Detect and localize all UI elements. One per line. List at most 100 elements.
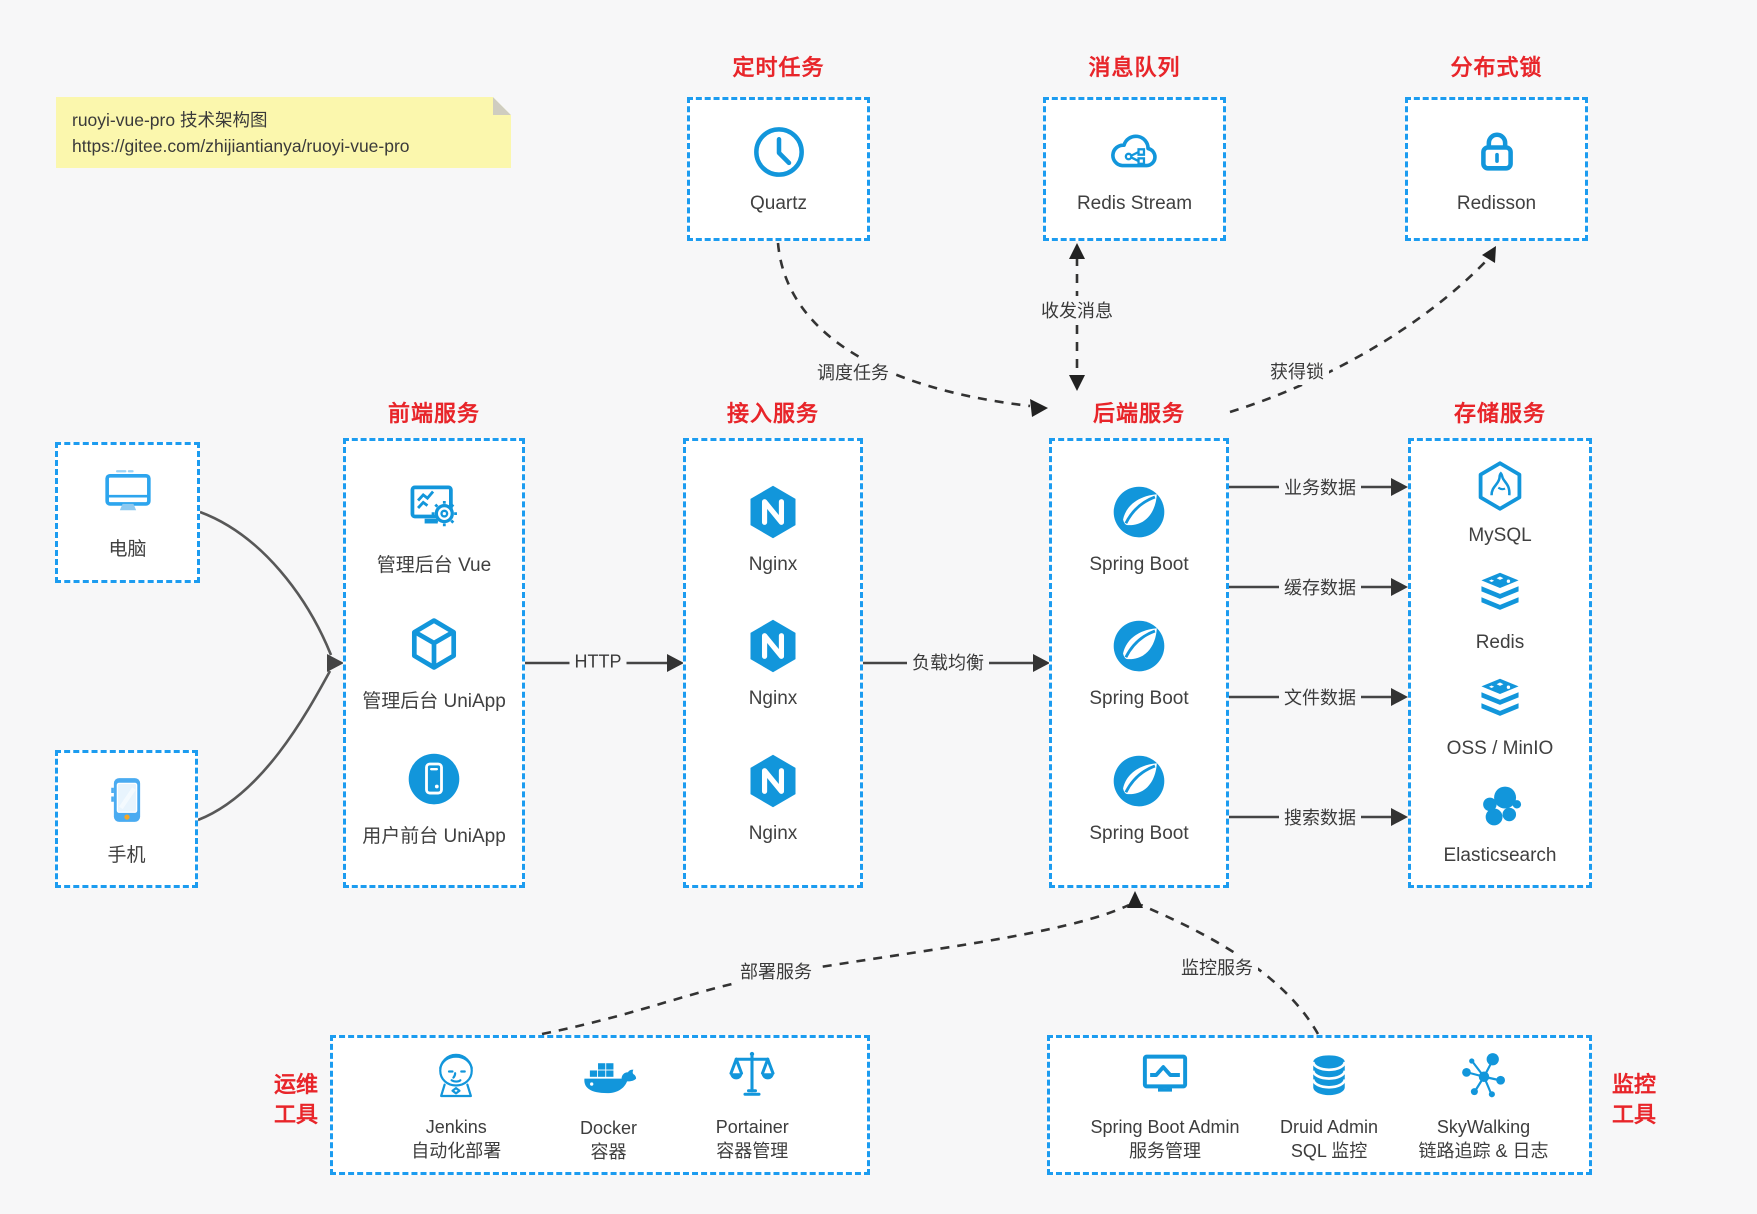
- cloud-mq-icon: [1105, 123, 1163, 186]
- ops-label-line2: 工具: [273, 1102, 318, 1127]
- group-title-backend: 后端服务: [1092, 401, 1185, 426]
- arrowhead: [1127, 891, 1143, 908]
- tool-name: Spring Boot Admin: [1090, 1117, 1240, 1137]
- service-item: Druid Admin SQL 监控: [1280, 1047, 1378, 1163]
- service-item: SkyWalking 链路追踪 & 日志: [1419, 1047, 1549, 1163]
- service-item: Nginx: [743, 616, 803, 710]
- item-label: Elasticsearch: [1443, 844, 1557, 866]
- tool-desc: SQL 监控: [1290, 1141, 1368, 1161]
- group-title-scheduled: 定时任务: [732, 55, 825, 80]
- item-label: Quartz: [749, 193, 808, 214]
- arrowhead: [327, 654, 344, 672]
- service-item: Redis: [1473, 566, 1527, 654]
- note-title: ruoyi-vue-pro 技术架构图: [72, 110, 268, 130]
- edge-label-deploy: 部署服务: [735, 957, 817, 985]
- tool-name: SkyWalking: [1436, 1117, 1531, 1137]
- arrowhead: [1069, 375, 1085, 391]
- note-url: https://gitee.com/zhijiantianya/ruoyi-vu…: [72, 136, 410, 157]
- oss-icon: [1473, 672, 1527, 731]
- edge-label-cache-data: 缓存数据: [1279, 573, 1361, 601]
- item-label: Spring Boot: [1089, 688, 1189, 709]
- mysql-icon: [1473, 459, 1527, 518]
- nginx-icon: [743, 616, 803, 681]
- group-title-gateway: 接入服务: [726, 401, 819, 426]
- group-box-monitor-tools: Spring Boot Admin 服务管理 Druid Admin SQL 监…: [1047, 1035, 1592, 1175]
- service-item: MySQL: [1468, 459, 1532, 547]
- item-label: MySQL: [1468, 525, 1532, 547]
- item-label: Jenkins 自动化部署: [411, 1115, 501, 1163]
- edge-label-http: HTTP: [569, 650, 627, 674]
- group-box-storage: MySQL Redis: [1408, 438, 1592, 888]
- monitor-label-line2: 工具: [1612, 1102, 1657, 1127]
- service-item: Quartz: [750, 123, 808, 215]
- client-box-desktop: 电脑: [55, 442, 200, 583]
- tool-desc: 链路追踪 & 日志: [1418, 1141, 1549, 1161]
- edge-label-load-balance: 负载均衡: [907, 648, 989, 676]
- monitor-tools-label: 监控 工具: [1612, 1070, 1662, 1130]
- client-item: 电脑: [99, 464, 157, 561]
- service-item: Docker 容器: [579, 1046, 637, 1164]
- edge-label-schedule: 调度任务: [812, 358, 894, 386]
- docker-icon: [579, 1046, 637, 1109]
- group-box-frontend: 管理后台 Vue 管理后台 UniApp 用户前台 UniApp: [343, 438, 525, 888]
- tool-name: Druid Admin: [1280, 1117, 1379, 1137]
- group-title-frontend: 前端服务: [387, 401, 480, 426]
- tool-desc: 容器: [590, 1142, 627, 1162]
- tool-name: Portainer: [715, 1117, 789, 1137]
- group-title-lock: 分布式锁: [1450, 55, 1543, 80]
- druid-icon: [1301, 1047, 1357, 1108]
- tool-name: Docker: [579, 1118, 637, 1138]
- arrowhead: [1482, 246, 1496, 263]
- arrowhead: [1069, 243, 1085, 259]
- item-label: 电脑: [108, 539, 147, 560]
- service-item: Spring Boot Admin 服务管理: [1090, 1047, 1240, 1163]
- arrowhead: [667, 654, 684, 672]
- uniapp-cube-icon: [404, 614, 464, 679]
- service-item: Jenkins 自动化部署: [411, 1047, 501, 1163]
- group-box-gateway: Nginx Nginx Nginx: [683, 438, 863, 888]
- item-label: Portainer 容器管理: [716, 1115, 789, 1163]
- item-label: Docker 容器: [580, 1116, 637, 1164]
- group-title-storage: 存储服务: [1453, 401, 1546, 426]
- tool-desc: 自动化部署: [411, 1141, 502, 1161]
- nginx-icon: [743, 482, 803, 547]
- item-label: Spring Boot: [1089, 553, 1189, 575]
- client-box-phone: 手机: [55, 750, 198, 888]
- redis-icon: [1473, 566, 1527, 625]
- edge-label-business-data: 业务数据: [1279, 473, 1361, 501]
- item-label: SkyWalking 链路追踪 & 日志: [1419, 1115, 1549, 1163]
- edge-label-monitor: 监控服务: [1176, 953, 1258, 981]
- item-label: Redis Stream: [1076, 193, 1193, 214]
- desktop-icon: [99, 464, 157, 527]
- skywalking-icon: [1456, 1047, 1512, 1108]
- service-item: 管理后台 UniApp: [362, 614, 506, 713]
- service-item: Elasticsearch: [1444, 779, 1557, 867]
- phone-icon: [99, 772, 155, 833]
- portainer-icon: [724, 1047, 780, 1108]
- edge-phone-to-frontend: [197, 670, 332, 822]
- service-item: Spring Boot: [1089, 616, 1189, 710]
- clock-icon: [750, 123, 808, 186]
- edge-acquire-lock: [1229, 258, 1489, 414]
- jenkins-icon: [428, 1047, 484, 1108]
- service-item: OSS / MinIO: [1446, 672, 1554, 760]
- item-label: Redisson: [1456, 193, 1537, 214]
- sticky-note: ruoyi-vue-pro 技术架构图 https://gitee.com/zh…: [56, 97, 511, 168]
- item-label: Druid Admin SQL 监控: [1280, 1115, 1378, 1163]
- item-label: 手机: [107, 844, 146, 866]
- service-item: Portainer 容器管理: [716, 1047, 789, 1163]
- service-item: Spring Boot: [1089, 482, 1189, 576]
- item-label: Nginx: [748, 688, 798, 709]
- client-item: 手机: [99, 772, 155, 867]
- spring-boot-icon: [1109, 482, 1169, 547]
- tool-name: Jenkins: [425, 1117, 487, 1137]
- edge-label-acquire-lock: 获得锁: [1265, 357, 1329, 385]
- service-item: Nginx: [743, 482, 803, 576]
- item-label: OSS / MinIO: [1446, 738, 1554, 760]
- tool-desc: 容器管理: [716, 1141, 789, 1161]
- item-label: 管理后台 Vue: [376, 554, 492, 576]
- user-app-icon: [404, 749, 464, 814]
- ops-tools-label: 运维 工具: [268, 1070, 318, 1130]
- service-item: Nginx: [743, 751, 803, 845]
